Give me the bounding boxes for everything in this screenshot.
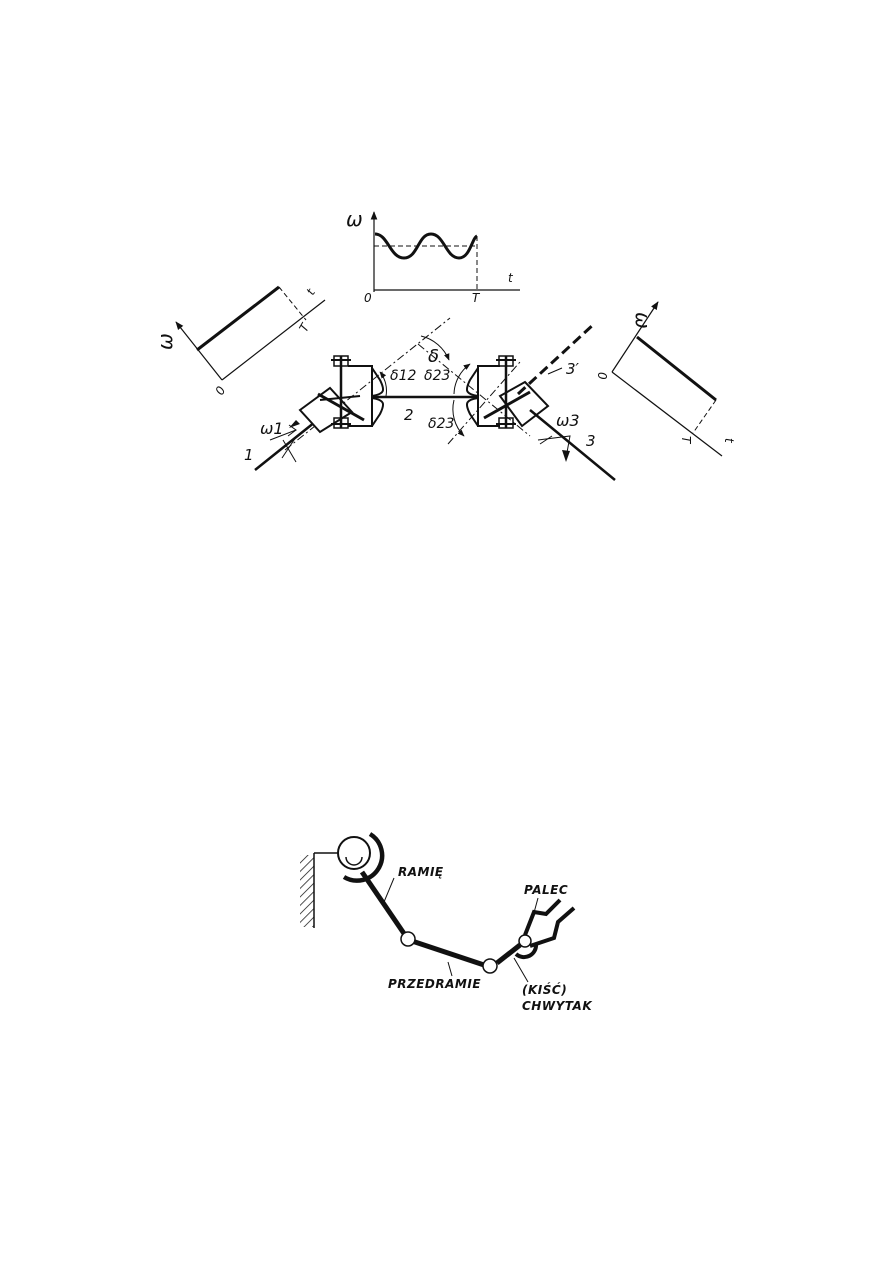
chwytak-label: CHWYTAK: [522, 999, 593, 1013]
shaft-2: [371, 367, 479, 427]
right-graph-omega-label: ω: [631, 312, 655, 329]
delta23-lower-arc: [452, 399, 465, 437]
robot-arm-figure: RAMIĘ PRZEDRAMIE PALEC (KIŚĆ) CHWYTAK: [300, 832, 593, 1013]
wall-hatching: [300, 855, 314, 927]
delta23-lower-label: δ23: [428, 416, 454, 432]
forearm-segment: [411, 938, 485, 968]
right-graph-constant-line: [636, 335, 717, 402]
top-graph-wave: [374, 232, 478, 260]
kisc-label: (KIŚĆ): [522, 982, 567, 997]
right-graph-y-axis: [611, 301, 659, 373]
finger-joint: [518, 934, 532, 948]
delta-arc: [420, 335, 450, 361]
right-omega-graph: ω t 0 T: [595, 301, 736, 457]
delta12-arc: [379, 371, 387, 397]
delta12-label: δ12: [390, 368, 416, 384]
omega1-label: ω1: [260, 419, 284, 438]
cardan-joint-figure: ω t 0 T ω t 0 T ω t 0 T: [153, 207, 736, 481]
left-yoke: [298, 355, 373, 434]
wrist-segment: [495, 943, 522, 965]
elbow-joint: [400, 931, 416, 947]
przedramie-label: PRZEDRAMIE: [388, 977, 481, 991]
left-graph-period-line: [278, 286, 307, 321]
top-graph-omega-label: ω: [346, 207, 363, 231]
shaft-3-prime-label: 3′: [566, 360, 580, 378]
left-graph-omega-label: ω: [153, 333, 177, 350]
ramie-label: RAMIĘ: [398, 865, 444, 879]
right-graph-origin-label: 0: [595, 372, 609, 380]
shaft-3: [516, 322, 616, 481]
left-graph-y-axis: [175, 321, 223, 381]
right-yoke: [477, 355, 550, 429]
gripper-lower-finger: [529, 906, 576, 948]
right-graph-t-axis: [611, 371, 723, 457]
left-graph-constant-line: [196, 285, 280, 352]
palec-label: PALEC: [524, 883, 568, 897]
shaft-1-label: 1: [244, 446, 254, 464]
shoulder-joint: [337, 836, 371, 870]
gripper-housing: [514, 943, 539, 960]
shaft-2-label: 2: [404, 406, 414, 424]
delta-label: δ: [428, 346, 439, 367]
top-graph-t-label: t: [508, 271, 514, 285]
shoulder-housing: [342, 832, 385, 883]
angle-arcs: [379, 335, 471, 437]
wrist-joint: [482, 958, 498, 974]
right-graph-period-line: [692, 399, 717, 434]
right-graph-t-label: t: [722, 438, 736, 444]
left-graph-origin-label: 0: [212, 384, 228, 398]
omega3-label: ω3: [556, 411, 580, 430]
right-graph-period-label: T: [679, 436, 693, 445]
upper-arm-segment: [359, 870, 408, 937]
shaft-3-prime-dashed: [516, 322, 596, 396]
top-graph-period-label: T: [472, 291, 481, 305]
delta23-upper-label: δ23: [424, 368, 450, 384]
left-graph-t-axis: [221, 299, 326, 381]
left-graph-t-label: t: [303, 285, 318, 297]
top-graph-origin-label: 0: [364, 291, 372, 305]
top-omega-graph: ω t 0 T: [346, 207, 520, 305]
gripper-upper-finger: [523, 898, 562, 936]
left-omega-graph: ω t 0 T: [153, 285, 326, 398]
left-graph-period-label: T: [296, 320, 313, 335]
shaft-3-label: 3: [586, 432, 596, 450]
delta23-upper-arc: [453, 363, 471, 395]
